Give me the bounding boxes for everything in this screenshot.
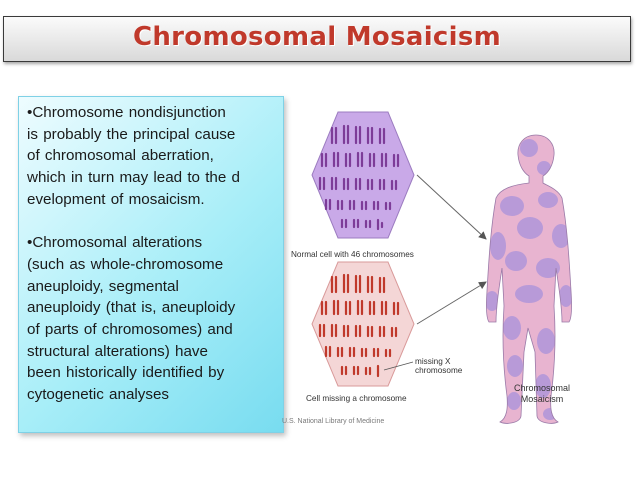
mosaicism-label-line-2: Mosaicism bbox=[520, 394, 564, 404]
bullet-2-line-5: of parts of chromosomes) and bbox=[27, 321, 233, 339]
missing-x-pointer bbox=[383, 361, 414, 371]
arrow-normal-to-body bbox=[416, 174, 487, 240]
bullet-1-line-3: of chromosomal aberration, bbox=[27, 147, 214, 165]
mosaic-human-figure bbox=[485, 134, 573, 424]
missing-cell-hexagon bbox=[311, 261, 415, 387]
title-bar: Chromosomal Mosaicism bbox=[3, 16, 631, 62]
bullet-2-line-3: aneuploidy, segmental bbox=[27, 277, 179, 295]
mosaicism-figure: Normal cell with 46 chromosomes Cell mis… bbox=[282, 96, 616, 441]
mosaicism-label: Chromosomal Mosaicism bbox=[508, 383, 576, 405]
mosaicism-label-line-1: Chromosomal bbox=[513, 383, 571, 393]
text-box: •Chromosome nondisjunction is probably t… bbox=[18, 96, 284, 433]
bullet-2-line-4: aneuploidy (that is, aneuploidy bbox=[27, 299, 236, 317]
bullet-1-line-2: is probably the principal cause bbox=[27, 125, 236, 143]
normal-cell-hexagon bbox=[311, 111, 415, 239]
paragraph-gap bbox=[27, 211, 279, 233]
bullet-2-line-1: •Chromosomal alterations bbox=[27, 234, 203, 252]
slide-title: Chromosomal Mosaicism bbox=[132, 22, 502, 52]
source-credit: U.S. National Library of Medicine bbox=[282, 418, 385, 425]
bullet-2-line-6: structural alterations) have bbox=[27, 342, 208, 360]
bullet-1-line-5: evelopment of mosaicism. bbox=[27, 190, 205, 208]
missing-x-label: missing X chromosome bbox=[415, 357, 463, 375]
bullet-2-line-7: been historically identified by bbox=[27, 364, 225, 382]
figure-graphic bbox=[311, 111, 573, 424]
bullet-1-line-4: which in turn may lead to the d bbox=[27, 169, 240, 187]
bullet-2-line-2: (such as whole-chromosome bbox=[27, 255, 224, 273]
normal-cell-chromosomes bbox=[318, 124, 400, 231]
missing-cell-chromosomes bbox=[318, 273, 400, 378]
normal-cell-label: Normal cell with 46 chromosomes bbox=[291, 250, 414, 259]
missing-cell-label: Cell missing a chromosome bbox=[306, 394, 407, 403]
arrow-missing-to-body bbox=[416, 281, 487, 325]
bullet-1-line-1: •Chromosome nondisjunction bbox=[27, 104, 226, 121]
bullet-2-line-8: cytogenetic analyses bbox=[27, 386, 169, 404]
